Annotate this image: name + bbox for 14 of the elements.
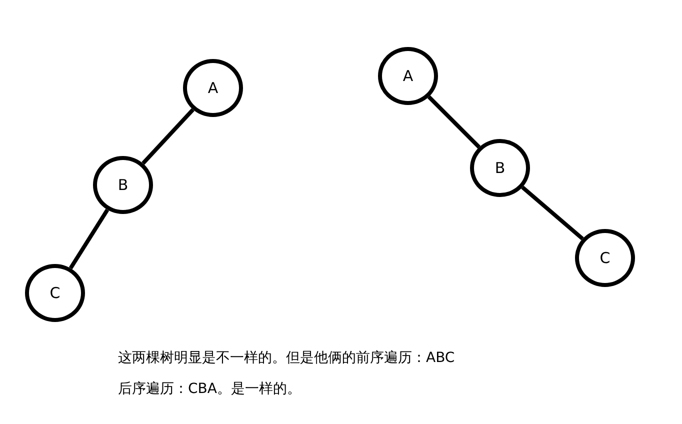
node-letter: B [494,159,506,177]
node-letter: C [50,284,60,302]
tree-edge-line [68,208,110,270]
tree-node-circle [470,139,530,197]
tree-edge-line [427,95,481,149]
caption-text: 这两棵树明显是不一样的。但是他俩的前序遍历：ABC [118,349,455,367]
tree-node-circle [93,156,153,214]
tree-edge-line [142,108,194,165]
node-letter: A [208,79,218,97]
tree-edge-line [521,186,584,240]
node-letter: C [600,249,610,267]
node-letter: A [402,67,414,85]
node-letter: B [118,176,128,194]
caption-text: 后序遍历：CBA。是一样的。 [118,380,301,398]
